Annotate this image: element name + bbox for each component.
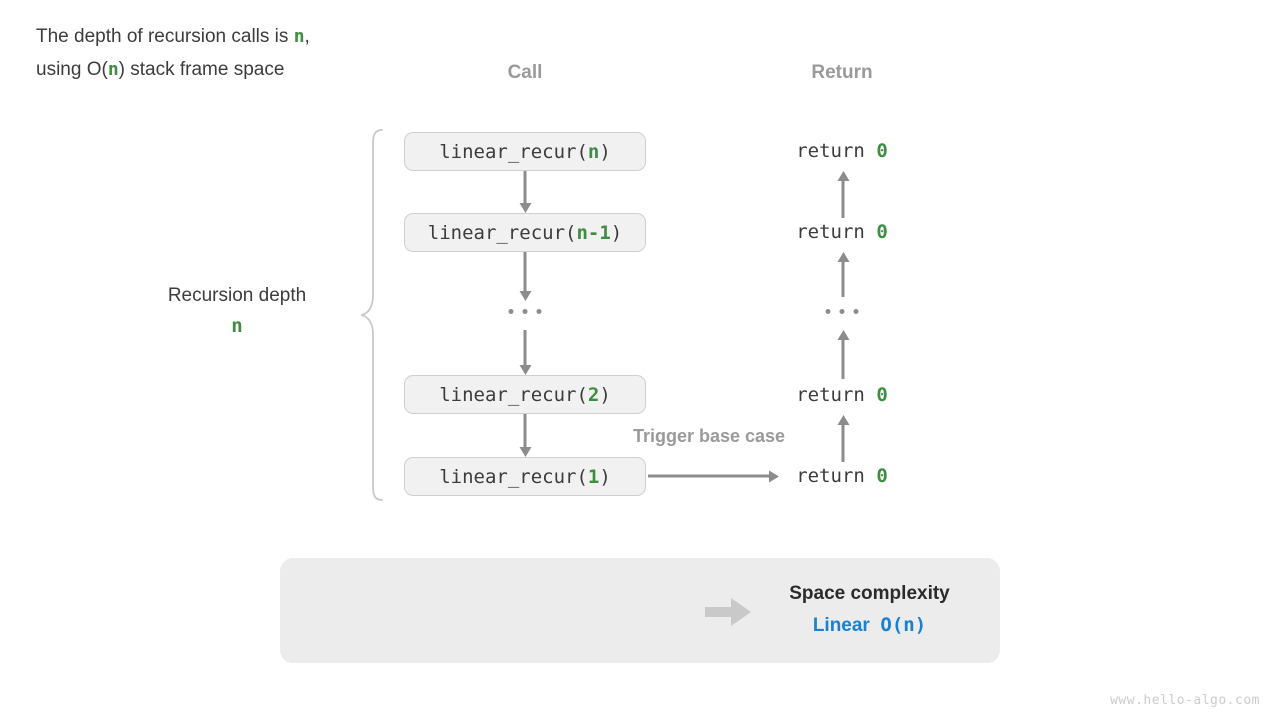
call-arrow-2-to-3 [523, 414, 527, 448]
return-label-3: return 0 [796, 465, 888, 487]
call-arrow-1-to-ellipsis [523, 252, 527, 292]
summary-result-value-mono: O(n) [880, 614, 927, 636]
call-frame-1-suffix: ) [610, 221, 623, 244]
summary-line-1-b: , [304, 26, 310, 47]
return-label-3-value: 0 [876, 465, 888, 487]
summary-panel [280, 558, 1000, 663]
call-frame-1-prefix: linear_recur( [427, 221, 577, 244]
recursion-depth-title: Recursion depth [167, 285, 307, 306]
recursion-depth-brace [358, 128, 386, 507]
return-arrow-2-to-ellipsis [841, 339, 845, 379]
return-arrow-1-to-0 [841, 180, 845, 218]
summary-line-1-n: n [293, 26, 305, 47]
return-label-0-text: return [796, 140, 877, 162]
return-label-0: return 0 [796, 140, 888, 162]
call-frame-0-arg: n [587, 140, 600, 163]
return-ellipsis [825, 309, 859, 314]
return-arrow-3-to-2 [841, 424, 845, 462]
call-frame-1[interactable]: linear_recur(n-1) [404, 213, 646, 252]
trigger-base-case-arrow [648, 474, 770, 478]
column-header-call: Call [507, 62, 543, 83]
return-label-1-text: return [796, 221, 877, 243]
call-frame-0-prefix: linear_recur( [439, 140, 588, 163]
return-ellipsis-dot-3 [853, 309, 859, 314]
call-frame-3[interactable]: linear_recur(1) [404, 457, 646, 496]
summary-line-1-a: The depth of recursion calls is [36, 26, 294, 47]
summary-line-2-b: ) stack frame space [118, 59, 285, 80]
column-header-return: Return [811, 62, 873, 83]
summary-line-2: using O(n) stack frame space [36, 53, 310, 86]
watermark: www.hello-algo.com [1110, 693, 1260, 708]
summary-block-arrow-icon [705, 598, 751, 626]
return-label-2: return 0 [796, 384, 888, 406]
summary-description: The depth of recursion calls is n, using… [36, 20, 310, 86]
call-ellipsis [508, 309, 542, 314]
summary-line-2-a: using O( [36, 59, 108, 80]
summary-result-title: Space complexity [789, 583, 950, 604]
return-label-2-value: 0 [876, 384, 888, 406]
recursion-depth-value: n [231, 315, 243, 337]
return-ellipsis-dot-2 [839, 309, 845, 314]
call-ellipsis-dot-2 [522, 309, 528, 314]
summary-result-value: Linear O(n) [772, 609, 967, 642]
call-frame-0-suffix: ) [599, 140, 611, 163]
return-label-1: return 0 [796, 221, 888, 243]
call-frame-2-suffix: ) [599, 383, 611, 406]
call-frame-3-arg: 1 [587, 465, 600, 488]
return-label-0-value: 0 [876, 140, 888, 162]
call-frame-3-suffix: ) [599, 465, 611, 488]
return-ellipsis-dot-1 [825, 309, 831, 314]
call-ellipsis-dot-3 [536, 309, 542, 314]
return-label-1-value: 0 [876, 221, 888, 243]
return-label-3-text: return [796, 465, 877, 487]
summary-line-1: The depth of recursion calls is n, [36, 20, 310, 53]
call-frame-3-prefix: linear_recur( [439, 465, 588, 488]
call-arrow-ellipsis-to-2 [523, 330, 527, 366]
call-ellipsis-dot-1 [508, 309, 514, 314]
call-frame-0[interactable]: linear_recur(n) [404, 132, 646, 171]
summary-line-2-n: n [107, 59, 119, 80]
return-arrow-ellipsis-to-1 [841, 261, 845, 297]
summary-result: Space complexity Linear O(n) [772, 578, 967, 642]
call-frame-2-arg: 2 [587, 383, 600, 406]
call-frame-1-arg: n-1 [576, 221, 611, 244]
call-frame-2-prefix: linear_recur( [439, 383, 588, 406]
call-arrow-0-to-1 [523, 171, 527, 204]
trigger-base-case-label: Trigger base case [632, 426, 786, 446]
call-frame-2[interactable]: linear_recur(2) [404, 375, 646, 414]
return-label-2-text: return [796, 384, 877, 406]
recursion-depth-label: Recursion depth n [168, 283, 306, 343]
summary-result-value-word: Linear [812, 615, 870, 636]
